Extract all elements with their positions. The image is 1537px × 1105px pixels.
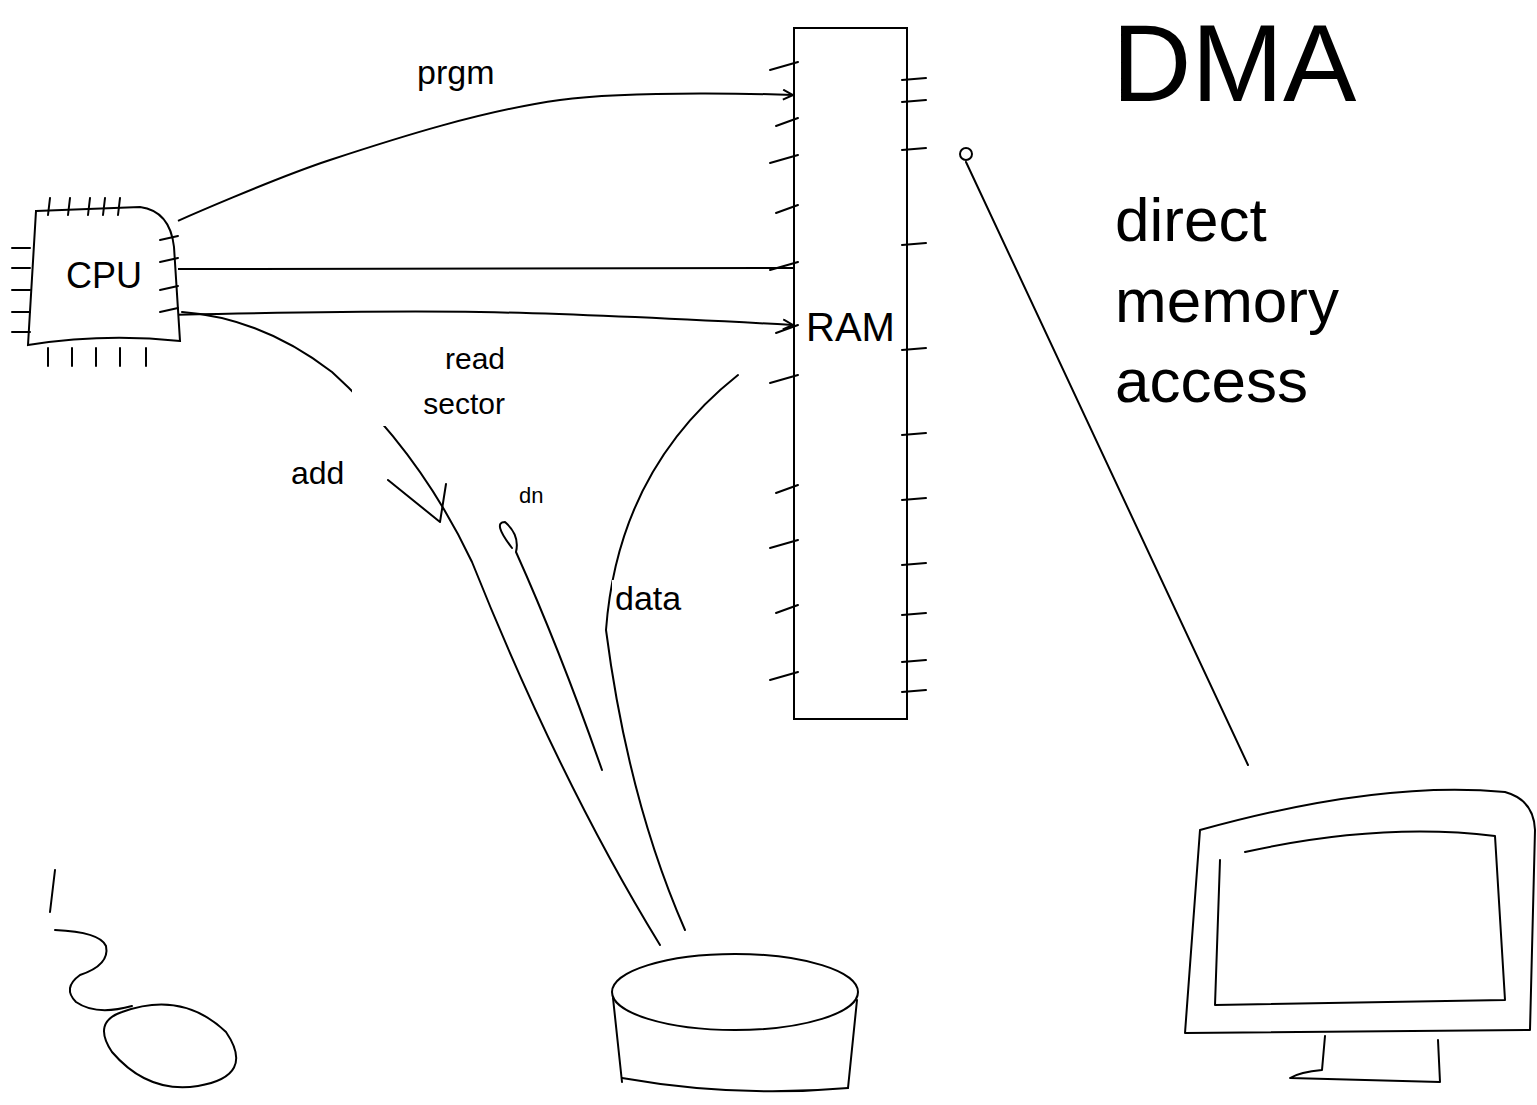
pin-tick [902,433,926,435]
pin-tick [902,563,926,565]
pin-tick [12,331,30,333]
monitor [1185,790,1535,1082]
pin-tick [118,198,120,215]
subtitle-text: direct memory access [1115,180,1385,422]
pin-tick [88,198,90,215]
bus-label: add [288,456,384,491]
pin-tick [902,690,926,692]
disk-drive [612,954,858,1091]
node-label: RAM [795,305,906,350]
cpu-chip: CPU [28,207,180,345]
node-label: CPU [66,255,142,297]
bus-label: data [612,580,718,617]
mouse [50,870,236,1087]
pin-ticks [12,62,926,692]
pin-tick [902,78,926,80]
bus-label: read sector [352,336,508,426]
pin-tick [12,311,30,313]
pin-tick [103,198,105,215]
pin-tick [95,348,97,366]
pin-tick [902,348,926,350]
pin-tick [12,289,30,291]
bus-connector [178,93,793,220]
pin-tick [160,308,178,312]
pin-tick [902,660,926,662]
pin-tick [902,613,926,615]
memory-bank: RAM [793,27,908,720]
pin-tick [160,236,178,240]
pin-tick [68,198,70,215]
bus-label: dn [516,484,582,508]
pin-tick [145,348,147,366]
title: DMA [1112,0,1356,127]
edge-label: prgm [414,52,497,93]
pin-tick [160,286,178,290]
pin-tick [902,148,926,150]
pin-tick [12,247,30,249]
bus-connector [178,268,793,269]
pin-tick [119,348,121,366]
pin-tick [47,348,49,366]
pin-tick [71,348,73,366]
pin-tick [12,267,30,269]
pin-tick [902,100,926,102]
pin-tick [902,498,926,500]
bus-connector [178,312,793,325]
pin-tick [48,198,50,215]
chip-outline-path [28,207,180,345]
pin-tick [902,243,926,245]
